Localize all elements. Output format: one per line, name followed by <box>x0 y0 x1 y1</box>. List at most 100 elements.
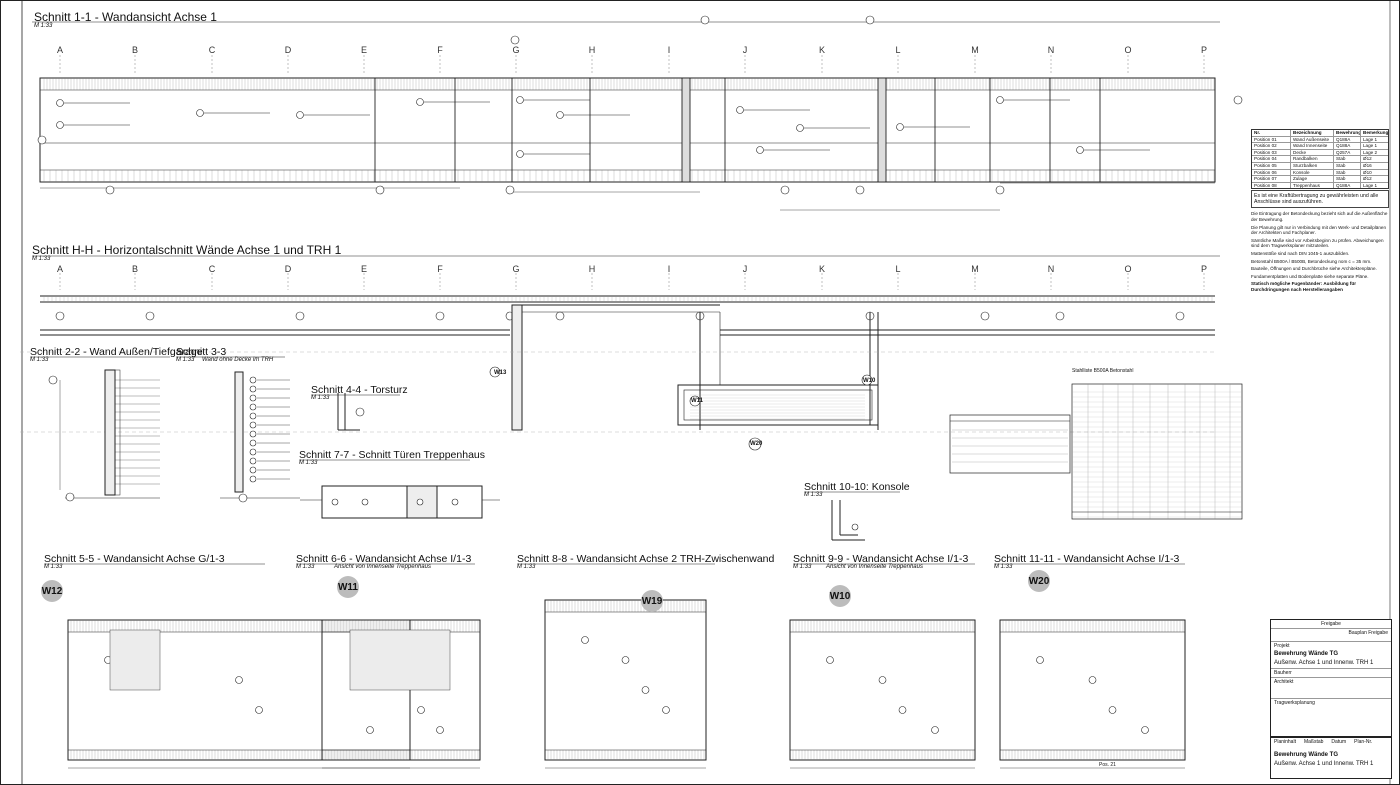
title-schnitt-8-8: Schnitt 8-8 - Wandansicht Achse 2 TRH-Zw… <box>517 553 775 565</box>
axis-label-e: E <box>360 45 367 55</box>
axis-label-j: J <box>742 264 748 274</box>
legend-cell: Position 08 <box>1252 182 1291 189</box>
legend-cell: Lage 2 <box>1363 149 1378 155</box>
legend-cell: Lage 1 <box>1363 182 1378 188</box>
subtitle-schnitt-6-6: Ansicht von Innenseite Treppenhaus <box>334 564 431 570</box>
legend-cell: Stab <box>1334 176 1361 182</box>
plan-tag-w11: W11 <box>691 398 704 404</box>
legend-cell: Randbalken <box>1291 156 1334 162</box>
axis-label-d: D <box>284 264 292 274</box>
tb-project-label: Projekt <box>1271 641 1391 650</box>
legend-cell: Position 05 <box>1252 162 1291 169</box>
note-2: Die Planung gilt nur in Verbindung mit d… <box>1251 224 1387 236</box>
plan-tag-w20: W20 <box>750 441 763 447</box>
note-box-1: Es ist eine Kraftübertragung zu gewährle… <box>1251 190 1389 209</box>
title-schnitt-h-h: Schnitt H-H - Horizontalschnitt Wände Ac… <box>32 243 342 257</box>
scale-schnitt-7-7: M 1:33 <box>299 460 318 466</box>
steel-schedule-title: Stahlliste B500A Betonstahl <box>1072 368 1134 374</box>
note-5: Betonstahl B500A / B500B, Betondeckung n… <box>1251 258 1372 264</box>
title-schnitt-9-9: Schnitt 9-9 - Wandansicht Achse I/1-3 <box>793 553 969 565</box>
tb-row-3: Planinhalt <box>1274 739 1296 745</box>
plan-tag-w10: W10 <box>863 378 876 384</box>
legend-cell: Position 02 <box>1252 143 1291 149</box>
legend-cell: Q188A <box>1334 143 1361 149</box>
axis-label-a: A <box>56 45 63 55</box>
tb-project-sub: Außenw. Achse 1 und Innenw. TRH 1 <box>1274 660 1374 666</box>
general-notes: Es ist eine Kraftübertragung zu gewährle… <box>1251 190 1389 295</box>
note-1: Es ist eine Kraftübertragung zu gewährle… <box>1254 193 1379 206</box>
axis-label-k: K <box>818 45 825 55</box>
legend-cell: Stab <box>1334 169 1361 176</box>
title-schnitt-3-3: Schnitt 3-3 <box>176 346 227 358</box>
tb-row-5: Datum <box>1331 739 1347 745</box>
axis-label-m: M <box>971 264 979 274</box>
legend-cell: Lage 1 <box>1363 136 1378 142</box>
subtitle-schnitt-3-3: Wand ohne Decke im TRH <box>202 357 274 363</box>
legend-cell: Nr. <box>1252 130 1291 136</box>
axis-label-d: D <box>284 45 292 55</box>
axis-label-o: O <box>1124 264 1132 274</box>
title-schnitt-11-11: Schnitt 11-11 - Wandansicht Achse I/1-3 <box>994 553 1180 565</box>
tb-row-1: Architekt <box>1271 677 1391 698</box>
legend-cell: Treppenhaus <box>1291 182 1334 189</box>
axis-label-l: L <box>895 264 901 274</box>
axis-label-k: K <box>818 264 825 274</box>
axis-label-h: H <box>588 264 596 274</box>
legend-cell: Bezeichnung <box>1291 130 1334 136</box>
legend-cell: Ø16 <box>1363 162 1372 168</box>
axis-label-n: N <box>1047 264 1055 274</box>
axis-label-g: G <box>512 264 520 274</box>
legend-cell: Position 07 <box>1252 176 1291 182</box>
title-schnitt-6-6: Schnitt 6-6 - Wandansicht Achse I/1-3 <box>296 553 472 565</box>
note-heading: Statisch mögliche Fugenbänder: Ausbildun… <box>1251 281 1356 292</box>
tb-row-2: Tragwerksplanung <box>1271 698 1391 719</box>
legend-cell: Position 03 <box>1252 149 1291 156</box>
legend-cell: Ø10 <box>1363 169 1372 175</box>
legend-cell: Position 04 <box>1252 156 1291 162</box>
legend-cell: Wand Außenseite <box>1291 136 1334 143</box>
legend-cell: Stab <box>1334 162 1361 169</box>
note-0: Die Eintragung der Betondeckung bezieht … <box>1251 211 1388 222</box>
wall-badge-w12: W12 <box>41 580 63 602</box>
wall-badge-w11: W11 <box>337 576 359 598</box>
scale-schnitt-8-8: M 1:33 <box>517 564 536 570</box>
axis-label-n: N <box>1047 45 1055 55</box>
legend-cell: Ø12 <box>1363 156 1372 162</box>
title-schnitt-4-4: Schnitt 4-4 - Torsturz <box>311 384 408 396</box>
title-schnitt-7-7: Schnitt 7-7 - Schnitt Türen Treppenhaus <box>299 449 485 461</box>
tb-row-4: Maßstab <box>1303 739 1324 745</box>
note-7: Fundamentplatten und Bodenplatte siehe s… <box>1251 273 1369 279</box>
legend-cell: Wand Innenseite <box>1291 143 1334 149</box>
tb-row-0: Bauherr <box>1271 668 1391 677</box>
axis-label-b: B <box>131 45 138 55</box>
axis-label-o: O <box>1124 45 1132 55</box>
title-schnitt-1-1: Schnitt 1-1 - Wandansicht Achse 1 <box>34 10 217 24</box>
tb-status-val: Bauplan Freigabe <box>1271 628 1391 637</box>
tb-row-6: Plan-Nr. <box>1354 739 1373 745</box>
axis-label-i: I <box>667 45 671 55</box>
legend-cell: Q257A <box>1334 149 1361 156</box>
scale-schnitt-h-h: M 1:33 <box>32 256 51 262</box>
legend-cell: Q188A <box>1334 136 1361 143</box>
scale-schnitt-6-6: M 1:33 <box>296 564 315 570</box>
axis-label-l: L <box>895 45 901 55</box>
axis-label-h: H <box>588 45 596 55</box>
legend-cell: Zulage <box>1291 176 1334 182</box>
title-schnitt-2-2: Schnitt 2-2 - Wand Außen/Tiefgarage <box>30 346 203 358</box>
axis-label-j: J <box>742 45 748 55</box>
tb-bottom-name: Bewehrung Wände TG <box>1274 752 1339 758</box>
plan-tag-w13: W13 <box>494 370 507 376</box>
legend-cell: Ø12 <box>1363 176 1372 182</box>
axis-label-f: F <box>437 45 443 55</box>
legend-cell: Konsole <box>1291 169 1334 176</box>
note-4: Mattenstöße sind nach DIN 1045-1 auszubi… <box>1251 250 1350 256</box>
scale-schnitt-3-3: M 1:33 <box>176 357 195 363</box>
title-block: Freigabe Bauplan Freigabe Projekt Bewehr… <box>1270 619 1392 737</box>
